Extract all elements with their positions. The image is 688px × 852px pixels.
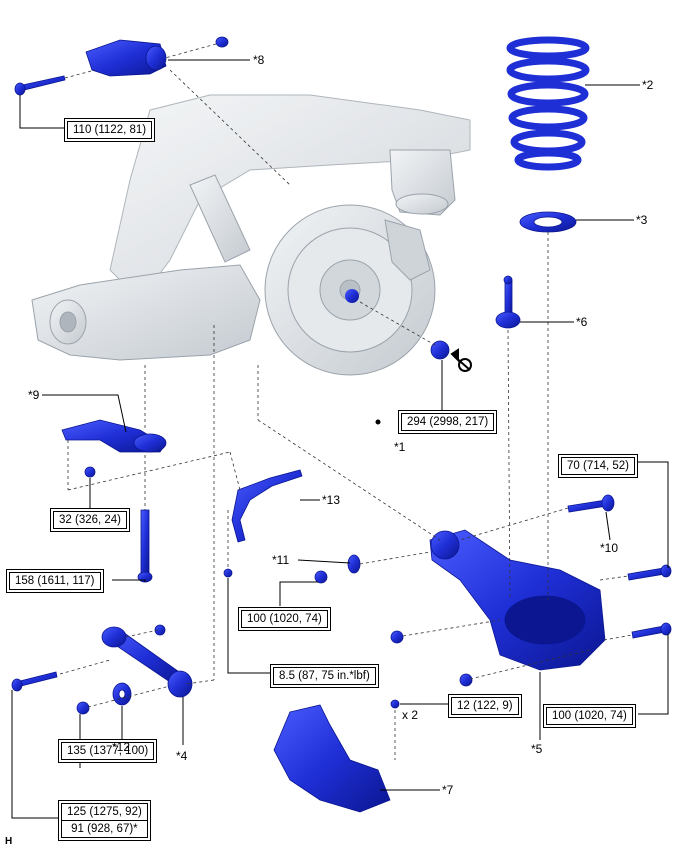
bullet-dot [375,419,381,425]
callout-4: *4 [176,749,188,763]
callout-13: *13 [322,493,341,507]
callout-6: *6 [576,315,588,329]
callout-2: *2 [642,78,654,92]
hub-nut-part [430,340,450,360]
torque-box-110: 110 (1122, 81) [64,118,156,142]
socket-tool-icon [450,348,472,372]
torque-box-100a: 100 (1020, 74) [238,607,331,631]
coil-spring-part [506,36,590,171]
callout-5: *5 [531,742,543,756]
torque-box-125: 125 (1275, 92) 91 (928, 67)* [58,800,151,841]
callout-12: *12 [112,740,131,754]
corner-mark: H [5,836,13,847]
torque-box-32: 32 (326, 24) [50,508,131,532]
callout-8: *8 [253,53,265,67]
cover-part [273,704,391,813]
torque-box-12: 12 (122, 9) [448,694,522,718]
hub-bolt [345,289,359,303]
stabilizer-link-part [504,279,513,317]
callout-1: *1 [394,440,406,454]
callout-10: *10 [600,541,619,555]
brake-hose-part [231,469,303,543]
torque-box-294: 294 (2998, 217) [398,410,498,434]
washer-part [347,554,361,574]
torque-box-158: 158 (1611, 117) [6,569,104,593]
long-bolt-part [140,509,150,576]
callout-7: *7 [442,783,454,797]
torque-box-100b: 100 (1020, 74) [543,704,636,728]
quantity-x2: x 2 [402,708,419,722]
alignment-lines [59,43,633,760]
leader-lines [11,59,669,819]
nut-part [215,36,229,48]
torque-box-70: 70 (714, 52) [558,454,639,478]
callout-3: *3 [636,213,648,227]
torque-box-85: 8.5 (87, 75 in.*lbf) [270,664,379,688]
callout-11: *11 [272,553,290,567]
callout-9: *9 [28,388,40,402]
torque-box-135: 135 (1377, 100) [58,739,158,763]
